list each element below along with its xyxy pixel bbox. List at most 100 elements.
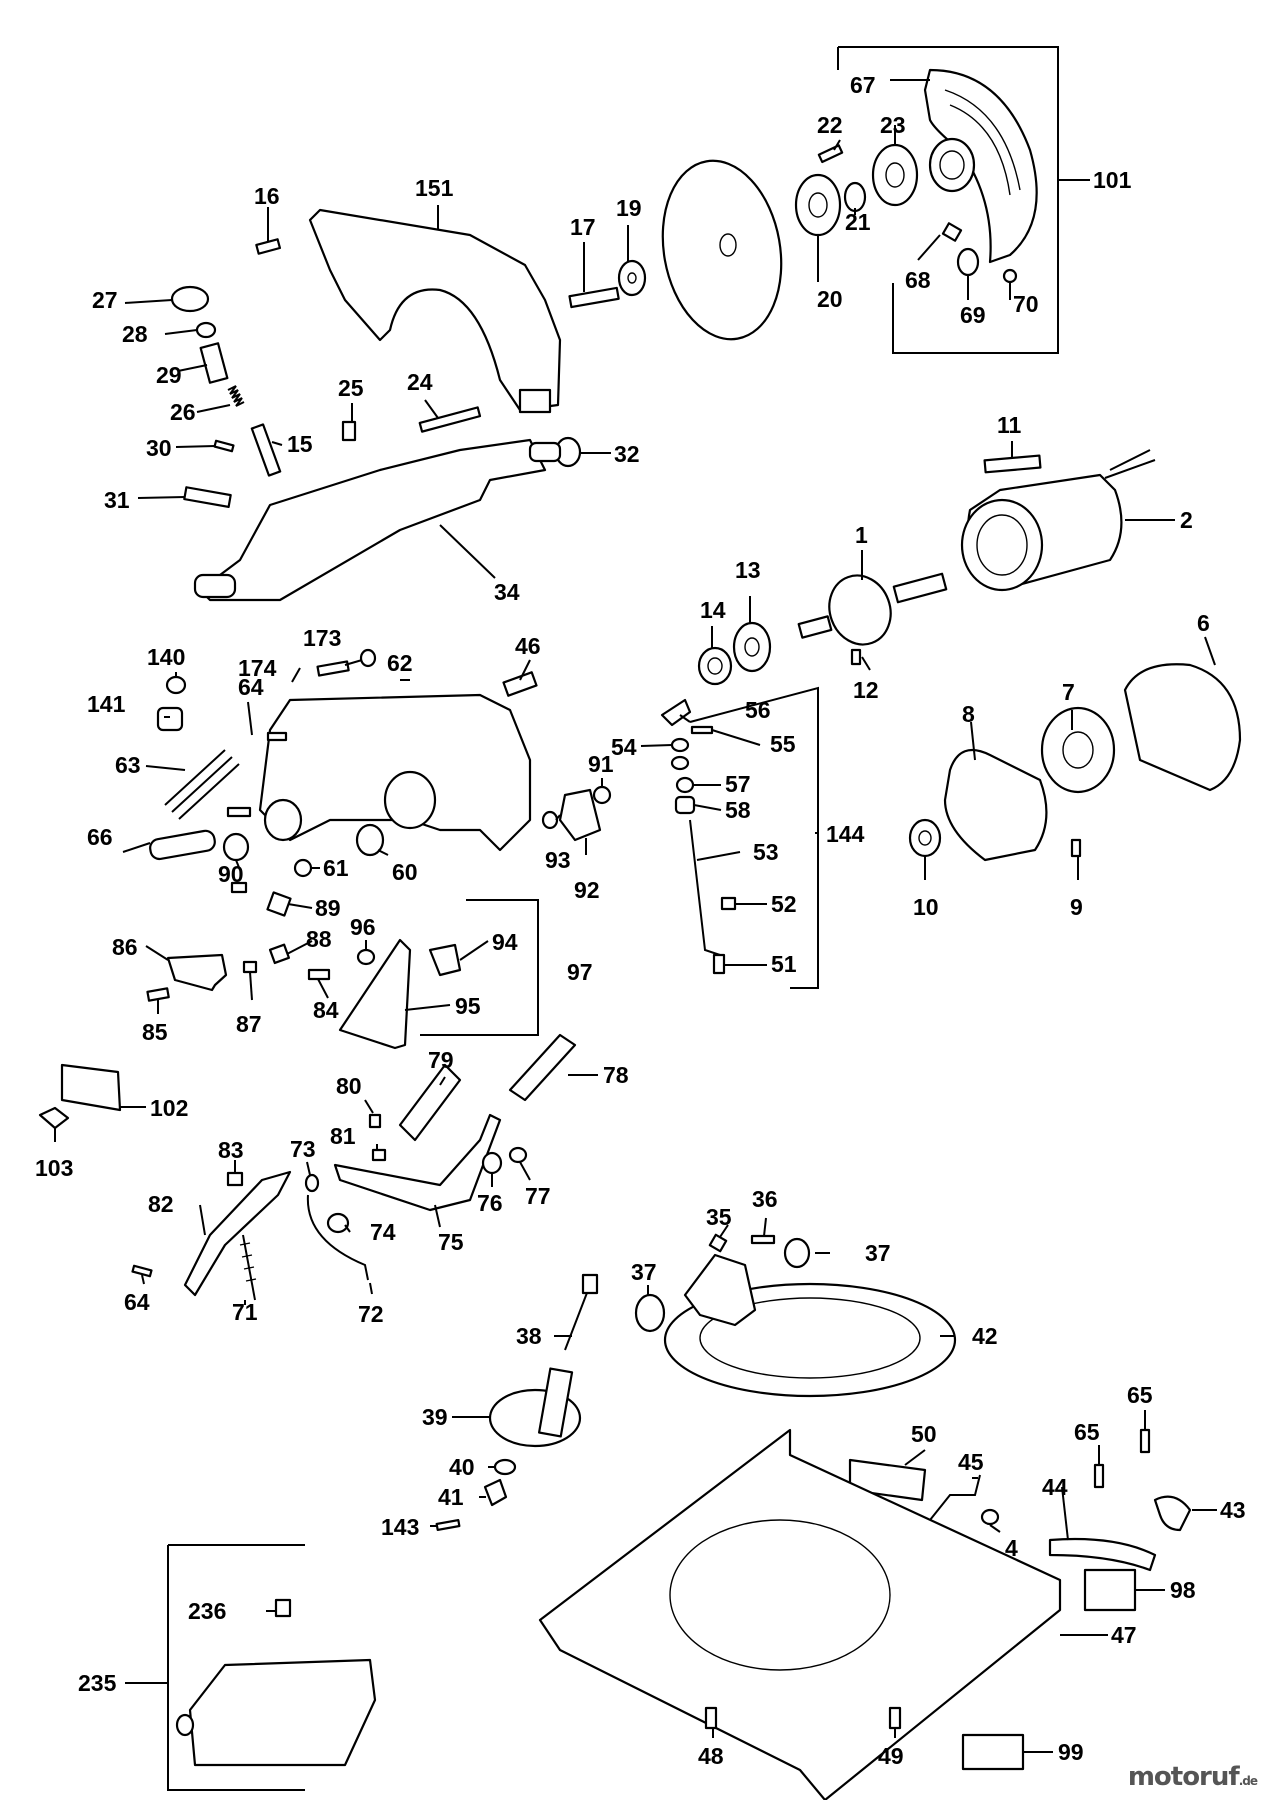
- part-label-52: 52: [771, 891, 797, 917]
- saw-blade-shape: [661, 159, 783, 341]
- bracket-45-shape: [929, 1474, 981, 1521]
- part-label-72: 72: [358, 1301, 384, 1327]
- part-label-79: 79: [428, 1047, 454, 1073]
- cap-140-shape: [165, 675, 187, 695]
- part-label-8: 8: [962, 701, 975, 727]
- part-label-91: 91: [588, 751, 614, 777]
- brush-11-shape: [983, 454, 1042, 474]
- housing-8-shape: [943, 748, 1048, 862]
- washer-40-shape: [493, 1458, 517, 1476]
- part-label-14: 14: [700, 597, 726, 623]
- parts-line-art: [38, 68, 1242, 1800]
- spring-26-shape: [227, 385, 245, 407]
- part-label-84: 84: [313, 997, 339, 1023]
- part-label-76: 76: [477, 1190, 503, 1216]
- washer-73-shape: [304, 1173, 320, 1193]
- watermark: motoruf.de: [1128, 1762, 1258, 1792]
- pin-64-shape: [266, 731, 288, 742]
- screw-25-shape: [341, 420, 357, 442]
- washer-54-shape: [670, 737, 690, 753]
- screw-24-shape: [418, 406, 482, 433]
- part-number-labels: 67 101 22 23 21 20 68 69 70 151 16 17 19…: [35, 72, 1246, 1769]
- part-label-22: 22: [817, 112, 843, 138]
- part-label-92: 92: [574, 877, 600, 903]
- part-label-61: 61: [323, 855, 349, 881]
- screw-51-shape: [712, 953, 726, 975]
- part-label-236: 236: [188, 1598, 226, 1624]
- pin-55-shape: [690, 725, 714, 735]
- part-label-4: 4: [1005, 1535, 1018, 1561]
- wing-nut-103-shape: [38, 1106, 70, 1130]
- washer-23-shape: [871, 143, 919, 207]
- washer-13-shape: [732, 621, 772, 673]
- scale-44-shape: [1048, 1537, 1157, 1572]
- nut-88-shape: [268, 943, 291, 965]
- part-label-94: 94: [492, 929, 518, 955]
- turntable-42-shape: [663, 1253, 957, 1398]
- screw-9-shape: [1070, 838, 1082, 858]
- screw-65-shape: [1139, 1428, 1151, 1454]
- part-label-48: 48: [698, 1743, 724, 1769]
- part-label-50: 50: [911, 1421, 937, 1447]
- part-label-73: 73: [290, 1136, 316, 1162]
- part-label-42: 42: [972, 1323, 998, 1349]
- part-label-70: 70: [1013, 291, 1039, 317]
- part-label-44: 44: [1042, 1474, 1068, 1500]
- screw-35-shape: [708, 1233, 728, 1253]
- part-label-57: 57: [725, 771, 751, 797]
- part-label-20: 20: [817, 286, 843, 312]
- pin-64b-shape: [131, 1264, 153, 1278]
- fan-7-shape: [1040, 706, 1116, 794]
- part-label-97: 97: [567, 959, 593, 985]
- pin-36-shape: [750, 1234, 776, 1245]
- stator-2-shape: [960, 449, 1156, 592]
- part-label-13: 13: [735, 557, 761, 583]
- screw-87-shape: [242, 960, 258, 974]
- part-label-53: 53: [753, 839, 779, 865]
- screw-48-shape: [704, 1706, 718, 1730]
- part-label-29: 29: [156, 362, 182, 388]
- screw-80-shape: [368, 1113, 382, 1129]
- part-label-23: 23: [880, 112, 906, 138]
- part-label-1: 1: [855, 522, 868, 548]
- cap-6-shape: [1123, 663, 1242, 792]
- part-92-shape: [558, 788, 602, 842]
- cap-236-shape: [274, 1598, 292, 1618]
- washer-37b-shape: [634, 1293, 666, 1333]
- part-label-144: 144: [826, 821, 865, 847]
- plate-102-shape: [60, 1063, 122, 1112]
- part-label-2: 2: [1180, 507, 1193, 533]
- part-label-101: 101: [1093, 167, 1132, 193]
- parts-68-69-70-shape: [941, 222, 1018, 284]
- screw-85-shape: [146, 987, 170, 1002]
- clamp-43-shape: [1153, 1495, 1192, 1532]
- part-label-58: 58: [725, 797, 751, 823]
- part-label-45: 45: [958, 1449, 984, 1475]
- part-label-43: 43: [1220, 1497, 1246, 1523]
- part-label-31: 31: [104, 487, 130, 513]
- part-label-25: 25: [338, 375, 364, 401]
- part-label-93: 93: [545, 847, 571, 873]
- lever-56-shape: [660, 698, 692, 727]
- part-label-37: 37: [865, 1240, 891, 1266]
- part-label-26: 26: [170, 399, 196, 425]
- washer-4-shape: [980, 1508, 1000, 1526]
- washer-54b-shape: [670, 755, 690, 771]
- screw-38-shape: [564, 1273, 599, 1351]
- part-label-143: 143: [381, 1514, 419, 1540]
- part-label-151: 151: [415, 175, 454, 201]
- part-label-86: 86: [112, 934, 138, 960]
- part-label-7: 7: [1062, 679, 1075, 705]
- part-label-11: 11: [997, 412, 1022, 438]
- spring-63-shape: [164, 749, 240, 820]
- screw-84-shape: [307, 968, 331, 981]
- part-label-16: 16: [254, 183, 280, 209]
- part-label-98: 98: [1170, 1577, 1196, 1603]
- washer-37-shape: [783, 1237, 811, 1269]
- part-label-27: 27: [92, 287, 118, 313]
- part-label-77: 77: [525, 1183, 551, 1209]
- nut-91-shape: [592, 785, 612, 805]
- part-label-24: 24: [407, 369, 433, 395]
- part-label-32: 32: [614, 441, 640, 467]
- part-label-99: 99: [1058, 1739, 1084, 1765]
